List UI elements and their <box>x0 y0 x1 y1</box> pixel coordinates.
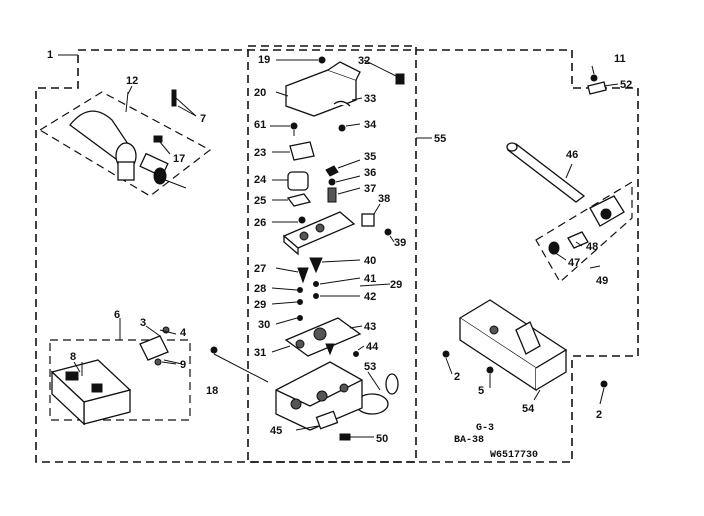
callout-37: 37 <box>364 183 376 195</box>
callout-43: 43 <box>364 321 376 333</box>
callout-46: 46 <box>566 149 578 161</box>
callout-28: 28 <box>254 283 266 295</box>
callout-6: 6 <box>114 309 120 321</box>
callout-55: 55 <box>434 133 446 145</box>
callout-2-right: 2 <box>596 409 602 421</box>
callout-33: 33 <box>364 93 376 105</box>
leader-18 <box>213 353 269 383</box>
callout-2-left: 2 <box>454 371 460 383</box>
callout-20: 20 <box>254 87 266 99</box>
callout-53: 53 <box>364 361 376 373</box>
callout-29-left: 29 <box>254 299 266 311</box>
callout-48: 48 <box>586 241 598 253</box>
callout-36: 36 <box>364 167 376 179</box>
valve-stack <box>275 56 405 441</box>
callout-9: 9 <box>180 359 186 371</box>
section-code: BA-38 <box>454 435 484 446</box>
callout-labels: 1 12 7 17 6 3 4 8 9 18 19 20 61 23 24 25… <box>47 49 632 445</box>
callout-31: 31 <box>254 347 266 359</box>
callout-42: 42 <box>364 291 376 303</box>
callout-12: 12 <box>126 75 138 87</box>
callout-26: 26 <box>254 217 266 229</box>
callout-54: 54 <box>522 403 535 415</box>
callout-47: 47 <box>568 257 580 269</box>
callout-4: 4 <box>180 327 187 339</box>
callout-25: 25 <box>254 195 266 207</box>
callout-1: 1 <box>47 49 53 61</box>
callout-32: 32 <box>358 55 370 67</box>
callout-19: 19 <box>258 54 270 66</box>
callout-50: 50 <box>376 433 388 445</box>
callout-23: 23 <box>254 147 266 159</box>
drawing-number: W6517730 <box>490 450 538 461</box>
callout-11: 11 <box>614 53 626 65</box>
right-parts <box>506 74 633 283</box>
valve-assembly-box <box>247 45 417 463</box>
callout-18: 18 <box>206 385 218 397</box>
part-18-screw <box>210 346 218 354</box>
part-12-assembly <box>38 89 212 197</box>
bracket-54 <box>442 299 608 392</box>
callout-29-right: 29 <box>390 279 402 291</box>
callout-39: 39 <box>394 237 406 249</box>
callout-35: 35 <box>364 151 376 163</box>
callout-49: 49 <box>596 275 608 287</box>
sheet-code: G-3 <box>476 423 494 434</box>
callout-44: 44 <box>366 341 379 353</box>
callout-24: 24 <box>254 174 267 186</box>
callout-41: 41 <box>364 273 376 285</box>
callout-27: 27 <box>254 263 266 275</box>
callout-38: 38 <box>378 193 390 205</box>
callout-40: 40 <box>364 255 376 267</box>
callout-30: 30 <box>258 319 270 331</box>
callout-3: 3 <box>140 317 146 329</box>
callout-34: 34 <box>364 119 377 131</box>
callout-8: 8 <box>70 351 76 363</box>
callout-5: 5 <box>478 385 484 397</box>
callout-61: 61 <box>254 119 266 131</box>
callout-17: 17 <box>173 153 185 165</box>
callout-52: 52 <box>620 79 632 91</box>
leader-lines <box>73 59 619 438</box>
callout-45: 45 <box>270 425 282 437</box>
callout-7: 7 <box>200 113 206 125</box>
part-6-assembly <box>49 318 191 426</box>
